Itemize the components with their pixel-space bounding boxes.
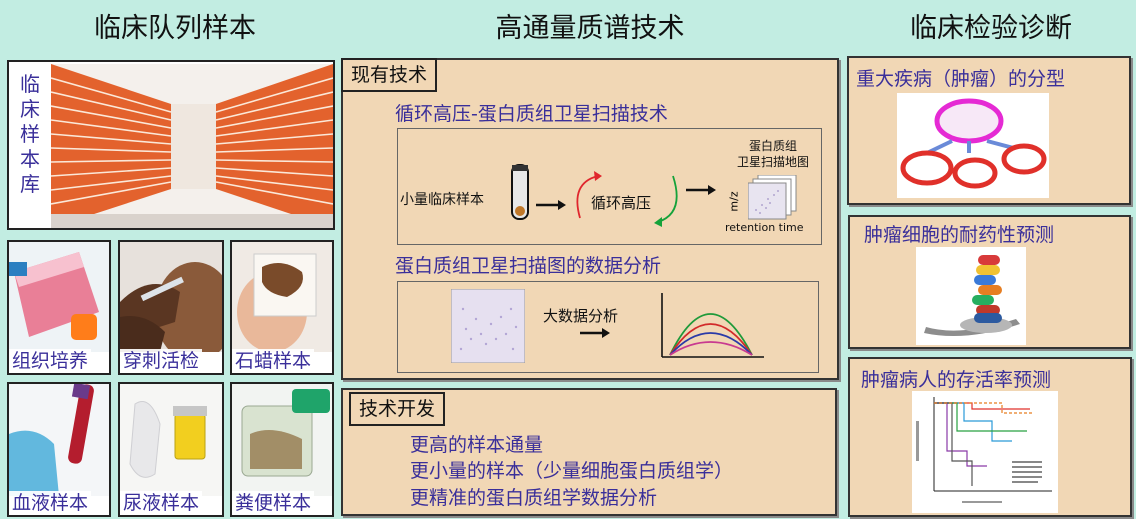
- dev-item: 更高的样本通量: [410, 434, 544, 456]
- tile-label: 粪便样本: [232, 491, 315, 515]
- existing-tech-tab: 现有技术: [341, 58, 438, 92]
- curves-chart-icon: [661, 293, 764, 358]
- pcs-workflow-box: [397, 128, 822, 245]
- disease-typing-title: 重大疾病（肿瘤）的分型: [856, 68, 1066, 90]
- drug-resistance-title: 肿瘤细胞的耐药性预测: [864, 224, 1055, 246]
- tile-label: 血液样本: [9, 491, 92, 515]
- analysis-box: [397, 281, 819, 373]
- urine-cup-image: [120, 384, 222, 496]
- biobank-char: 库: [20, 172, 40, 196]
- biobank-char: 床: [20, 97, 40, 121]
- tile-urine: 尿液样本: [118, 382, 224, 517]
- tile-label: 尿液样本: [120, 491, 203, 515]
- biobank-char: 样: [20, 122, 40, 146]
- satellite-map-image: [451, 289, 525, 363]
- biobank-box: 临 床 样 本 库: [7, 60, 335, 230]
- classification-tree-image: [897, 93, 1049, 198]
- biobank-char: 临: [20, 72, 40, 96]
- satellite-map-stack: [748, 175, 797, 220]
- analysis-title: 蛋白质组卫星扫描图的数据分析: [395, 255, 662, 277]
- paraffin-block-image: [232, 242, 332, 352]
- tile-tissue-culture: 组织培养: [7, 240, 111, 375]
- axis-y-label: m/z: [727, 191, 741, 212]
- arrow-right-icon: [536, 200, 566, 210]
- dev-item: 更精准的蛋白质组学数据分析: [410, 487, 658, 509]
- tile-biopsy: 穿刺活检: [118, 240, 224, 375]
- tile-paraffin: 石蜡样本: [230, 240, 334, 375]
- tech-dev-tab: 技术开发: [349, 392, 446, 426]
- biobank-shelves-image: [51, 64, 333, 228]
- biopsy-image: [120, 242, 222, 352]
- middle-column-title: 高通量质谱技术: [495, 13, 685, 44]
- big-data-label: 大数据分析: [543, 307, 619, 325]
- tile-label: 石蜡样本: [232, 349, 315, 373]
- survival-curve-image: [912, 391, 1058, 513]
- blood-tube-image: [9, 384, 109, 496]
- arrow-right-icon: [580, 328, 610, 338]
- pcs-title: 循环高压-蛋白质组卫星扫描技术: [395, 103, 668, 125]
- tile-blood: 血液样本: [7, 382, 111, 517]
- axis-x-label: retention time: [725, 221, 804, 234]
- pill-stack-image: [916, 247, 1026, 345]
- biobank-char: 本: [20, 147, 40, 171]
- small-sample-label: 小量临床样本: [400, 192, 484, 208]
- map-title-line: 卫星扫描地图: [736, 155, 809, 169]
- tile-label: 组织培养: [9, 349, 92, 373]
- survival-title: 肿瘤病人的存活率预测: [861, 369, 1052, 391]
- culture-flask-image: [9, 242, 109, 352]
- arrow-right-icon: [686, 185, 716, 195]
- cycle-label: 循环高压: [591, 194, 652, 212]
- tile-label: 穿刺活检: [120, 349, 203, 373]
- sample-tube-icon: [511, 164, 529, 220]
- left-column-title: 临床队列样本: [94, 13, 256, 44]
- biobank-vertical-label: 临 床 样 本 库: [17, 72, 43, 197]
- tile-stool: 粪便样本: [230, 382, 334, 517]
- map-title: 蛋白质组 卫星扫描地图: [728, 138, 818, 170]
- right-column-title: 临床检验诊断: [910, 13, 1072, 44]
- cycle-arrows-icon: [576, 171, 678, 227]
- stool-container-image: [232, 384, 332, 496]
- dev-item: 更小量的样本（少量细胞蛋白质组学）: [410, 460, 734, 482]
- map-title-line: 蛋白质组: [748, 139, 797, 153]
